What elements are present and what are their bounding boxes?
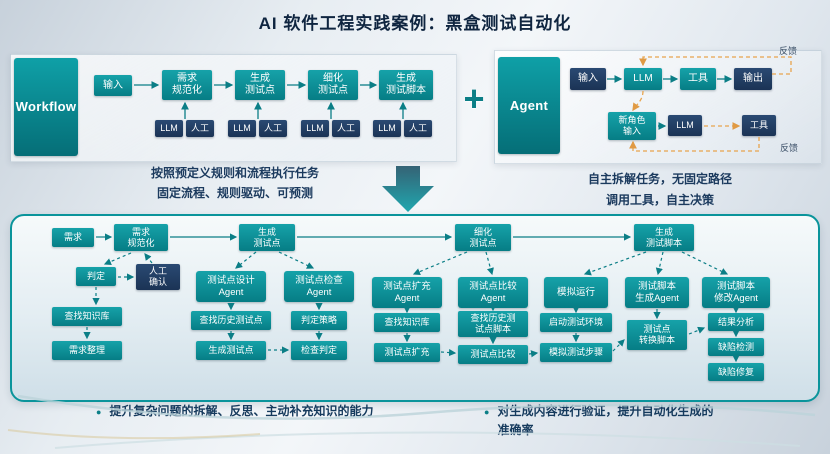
- item-start-env: 启动测试环境: [540, 313, 612, 332]
- item-search-history-scripts: 查找历史测 试点脚本: [458, 311, 528, 337]
- workflow-label: Workflow: [14, 58, 78, 156]
- stage-refine-points: 细化 测试点: [455, 224, 511, 251]
- judge-box: 判定: [76, 267, 116, 286]
- agent-tool2-box: 工具: [742, 115, 776, 136]
- workflow-step-refine-points: 细化 测试点: [308, 70, 358, 100]
- agent-header-compare: 测试点比较 Agent: [458, 277, 528, 308]
- workflow-manual-box-4: 人工: [404, 120, 432, 137]
- agent-tool-box: 工具: [680, 68, 716, 90]
- requirement-sort-box: 需求整理: [52, 341, 122, 360]
- agent-header-design: 测试点设计 Agent: [196, 271, 266, 302]
- agent-desc-line2: 调用工具，自主决策: [605, 193, 714, 207]
- feedback-top-label: 反馈: [779, 46, 798, 56]
- agent-header-scriptfix: 测试脚本 修改Agent: [702, 277, 770, 308]
- agent-llm2-box: LLM: [668, 115, 702, 136]
- workflow-manual-box-3: 人工: [332, 120, 360, 137]
- item-defect-fix: 缺陷修复: [708, 363, 764, 381]
- item-simulate-steps: 模拟测试步骤: [540, 343, 612, 362]
- workflow-manual-box-1: 人工: [186, 120, 214, 137]
- plus-sign: +: [463, 78, 485, 119]
- workflow-desc-line2: 固定流程、规则驱动、可预测: [156, 186, 313, 200]
- item-expand-points: 测试点扩充: [374, 343, 440, 362]
- bullet-dot-icon: ●: [484, 407, 490, 417]
- item-result-analysis: 结果分析: [708, 313, 764, 331]
- stage-requirement: 需求: [52, 228, 94, 247]
- agent-output-box: 输出: [734, 68, 772, 90]
- workflow-step-input: 输入: [94, 75, 132, 96]
- agent-input-box: 输入: [570, 68, 606, 90]
- workflow-llm-box-4: LLM: [373, 120, 401, 137]
- workflow-llm-box-2: LLM: [228, 120, 256, 137]
- workflow-step-normalize: 需求 规范化: [162, 70, 212, 100]
- agent-header-expand: 测试点扩充 Agent: [372, 277, 442, 308]
- item-generate-points: 生成测试点: [196, 341, 266, 360]
- agent-label: Agent: [498, 57, 560, 154]
- item-check-judge: 检查判定: [291, 341, 347, 360]
- agent-desc-line1: 自主拆解任务，无固定路径: [587, 172, 732, 186]
- item-defect-detect: 缺陷检测: [708, 338, 764, 356]
- agent-new-role-box: 新角色 输入: [608, 112, 656, 140]
- stage-generate-script: 生成 测试脚本: [634, 224, 694, 251]
- workflow-step-generate-points: 生成 测试点: [235, 70, 285, 100]
- workflow-step-generate-script: 生成 测试脚本: [379, 70, 433, 100]
- bullet-dot-icon: ●: [96, 407, 102, 417]
- workflow-llm-box-1: LLM: [155, 120, 183, 137]
- item-compare-points: 测试点比较: [458, 345, 528, 364]
- agent-header-scriptgen: 测试脚本 生成Agent: [625, 277, 689, 308]
- workflow-llm-box-3: LLM: [301, 120, 329, 137]
- bullet-1: ● 提升复杂问题的拆解、反思、主动补充知识的能力: [96, 402, 388, 421]
- stage-generate-points: 生成 测试点: [239, 224, 295, 251]
- item-search-kb: 查找知识库: [374, 313, 440, 332]
- item-convert-script: 测试点 转换脚本: [627, 320, 687, 350]
- bullet-2-text: 对生成内容进行验证，提升自动化生成的准确率: [497, 404, 714, 437]
- search-kb-box: 查找知识库: [52, 307, 122, 326]
- workflow-manual-box-2: 人工: [259, 120, 287, 137]
- agent-header-simulate: 模拟运行: [544, 277, 608, 308]
- workflow-desc-line1: 按照预定义规则和流程执行任务: [150, 166, 319, 180]
- agent-header-check: 测试点检查 Agent: [284, 271, 354, 302]
- bullet-1-text: 提升复杂问题的拆解、反思、主动补充知识的能力: [109, 404, 374, 418]
- feedback-bottom-label: 反馈: [780, 143, 799, 153]
- page-title: AI 软件工程实践案例：黑盒测试自动化: [258, 14, 572, 33]
- item-judge-strategy: 判定策略: [291, 311, 347, 330]
- stage-normalize: 需求 规范化: [114, 224, 168, 251]
- item-search-history-points: 查找历史测试点: [191, 311, 271, 330]
- agent-llm-box: LLM: [624, 68, 662, 90]
- bullet-2: ● 对生成内容进行验证，提升自动化生成的准确率: [484, 402, 724, 439]
- manual-confirm-box: 人工 确认: [136, 264, 180, 290]
